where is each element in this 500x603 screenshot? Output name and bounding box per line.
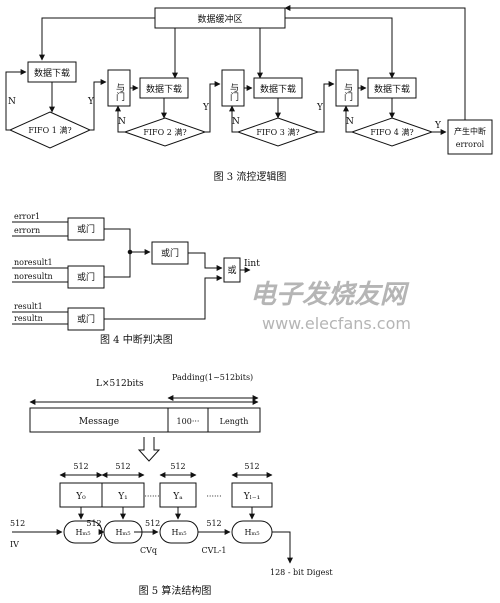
yes-label-4: Y	[434, 121, 442, 131]
message-label: Message	[79, 417, 119, 427]
download-label-1: 数据下载	[34, 67, 70, 79]
hmd5-label-3: Hₘ₅	[171, 528, 186, 537]
and-gate-3-label: 与门	[342, 83, 353, 102]
hmd5-label-1: Hₘ₅	[75, 528, 90, 537]
output-label: Iint	[244, 259, 260, 269]
watermark-cn: 电子发烧友网	[250, 280, 410, 310]
width-chain-label-3: 512	[206, 519, 221, 528]
interrupt-code: errorol	[456, 140, 485, 149]
watermark-en: www.elecfans.com	[262, 314, 411, 333]
fifo3-label: FIFO 3 满?	[256, 127, 299, 137]
padding-label: Padding(1~512bits)	[172, 373, 253, 382]
download-label-4: 数据下载	[374, 83, 410, 95]
download-label-2: 数据下载	[146, 83, 182, 95]
fig4-caption: 图 4 中断判决图	[100, 333, 173, 346]
interrupt-label: 产生中断	[454, 126, 486, 136]
input-noresult1: noresult1	[14, 258, 53, 267]
yes-label-1: Y	[87, 97, 95, 107]
expand-arrow	[137, 437, 161, 462]
dots-1: ······	[144, 492, 159, 501]
no-label-2: N	[118, 117, 126, 127]
download-label-3: 数据下载	[260, 83, 296, 95]
fifo1-label: FIFO 1 满?	[28, 125, 71, 135]
hmd5-label-4: Hₘ₅	[244, 528, 259, 537]
input-error1: error1	[14, 212, 40, 221]
fifo3-diamond	[236, 117, 320, 147]
yl-label: Yₗ₋₁	[243, 492, 260, 502]
and-gate-1-label: 与门	[114, 83, 125, 102]
width-chain-label-1: 512	[86, 519, 101, 528]
no-label-4: N	[346, 117, 354, 127]
fifo4-diamond	[350, 117, 434, 147]
input-result1: result1	[14, 302, 43, 311]
input-noresultn: noresultn	[14, 272, 53, 281]
y0-label: Y₀	[75, 492, 86, 502]
no-label-1: N	[8, 97, 16, 107]
width-label-1: 512	[73, 462, 88, 471]
width-chain-label-2: 512	[145, 519, 160, 528]
yq-label: Yₐ	[172, 492, 183, 502]
fifo2-label: FIFO 2 满?	[143, 127, 186, 137]
y1-label: Y₁	[117, 492, 128, 502]
and-gate-2-label: 与门	[228, 83, 239, 102]
fifo1-diamond	[8, 111, 92, 149]
length-label: L×512bits	[96, 379, 144, 389]
yes-label-2: Y	[202, 103, 210, 113]
or-gate-noresult-label: 或门	[77, 271, 95, 283]
fig3-caption: 图 3 流控逻辑图	[214, 170, 287, 183]
interrupt-box	[447, 119, 493, 155]
or-gate-final-label: 或	[227, 264, 236, 276]
cvq-label: CVq	[140, 546, 157, 555]
pad-bits-label: 100···	[177, 417, 200, 426]
input-resultn: resultn	[14, 314, 43, 323]
hmd5-label-2: Hₘ₅	[115, 528, 130, 537]
width-label-2: 512	[115, 462, 130, 471]
digest-label: 128 - bit Digest	[270, 568, 333, 577]
cvl-label: CVL-1	[201, 546, 226, 555]
fig5-caption: 图 5 算法结构图	[139, 584, 212, 597]
width-label-3: 512	[170, 462, 185, 471]
input-errorn: errorn	[14, 226, 40, 235]
yes-label-3: Y	[316, 103, 324, 113]
or-gate-result-label: 或门	[77, 313, 95, 325]
or-gate-error-label: 或门	[77, 223, 95, 235]
or-gate-middle-label: 或门	[161, 247, 179, 259]
message-block	[29, 407, 261, 433]
fifo2-diamond	[123, 117, 207, 147]
no-label-3: N	[232, 117, 240, 127]
fifo4-label: FIFO 4 满?	[370, 127, 413, 137]
width-iv-label: 512	[10, 519, 25, 528]
dots-2: ······	[206, 492, 221, 501]
iv-label: IV	[10, 540, 19, 549]
length-field-label: Length	[220, 417, 249, 426]
width-label-4: 512	[244, 462, 259, 471]
buffer-label: 数据缓冲区	[197, 13, 242, 25]
